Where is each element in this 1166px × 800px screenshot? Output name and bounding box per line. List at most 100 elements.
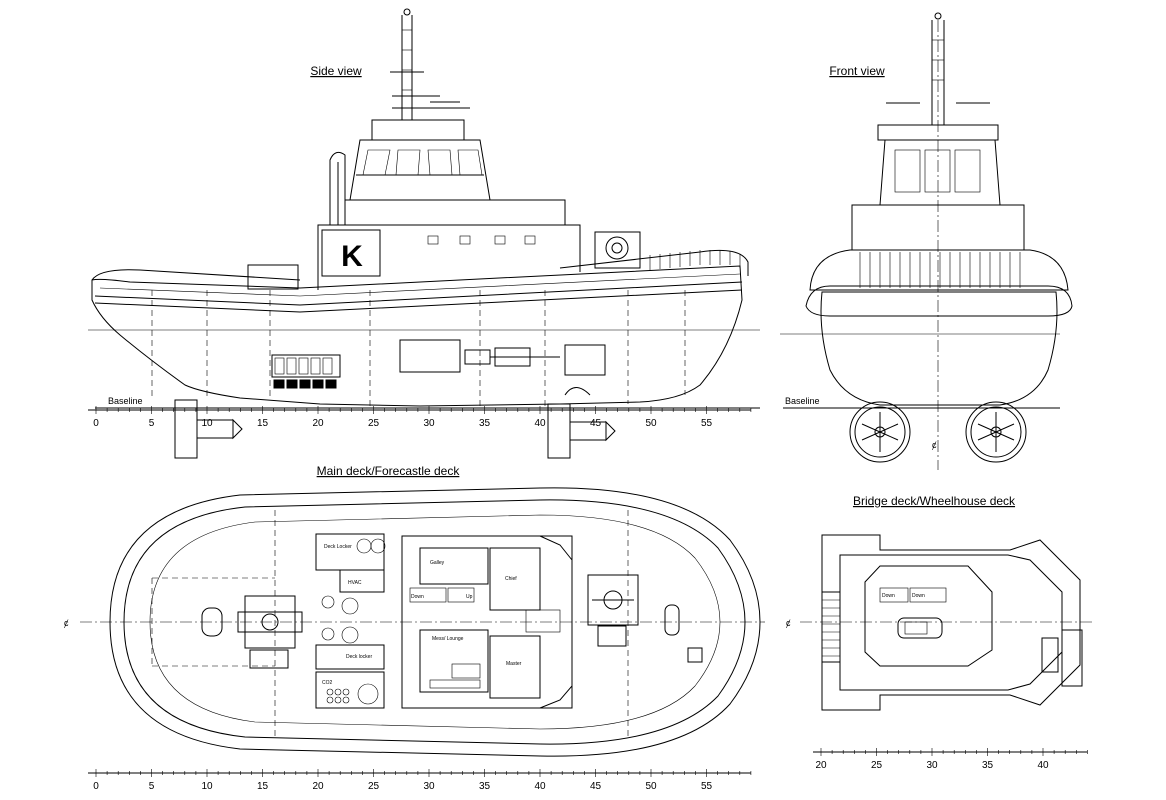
main-scale-tick-label: 20 xyxy=(312,781,324,792)
bridge-wing-box xyxy=(1041,637,1059,673)
main-scale-tick-label: 30 xyxy=(423,781,435,792)
main-deck-title: Main deck/Forecastle deck xyxy=(317,464,461,478)
stair-up-label: Up xyxy=(466,594,473,600)
main-scale-tick-label: 55 xyxy=(701,781,713,792)
side-scale-tick-label: 10 xyxy=(201,418,213,429)
side-tanks xyxy=(271,354,341,389)
room-galley-label: Galley xyxy=(430,560,445,566)
side-wheelhouse-window-2 xyxy=(395,149,421,176)
side-scale-tick-label: 30 xyxy=(423,418,435,429)
front-centerline-symbol: ȼ xyxy=(932,440,937,450)
room-deck-locker-1 xyxy=(315,533,385,571)
bridge-down-label-2: Down xyxy=(912,593,925,599)
bridge-deck-plan: Bridge deck/Wheelhouse deck ȼ Down Down … xyxy=(786,494,1092,771)
side-stern-fender xyxy=(91,269,301,281)
side-wheelhouse-window-3 xyxy=(427,149,453,176)
main-deck-fwd-box xyxy=(687,647,703,663)
side-scale-tick-label: 15 xyxy=(257,418,269,429)
main-scale-tick-label: 5 xyxy=(149,781,155,792)
bridge-console xyxy=(897,617,943,639)
front-fender-hatching xyxy=(859,252,1021,288)
front-mast xyxy=(886,12,990,125)
bridge-wheelhouse xyxy=(864,565,993,667)
room-deck-locker-2 xyxy=(315,644,385,670)
side-scale-tick-label: 50 xyxy=(645,418,657,429)
bridge-stair-down-1 xyxy=(879,587,909,603)
main-deck-plan: Main deck/Forecastle deck ȼ Deck xyxy=(64,464,765,792)
bridge-scale-tick-label: 20 xyxy=(815,760,827,771)
side-fender-band-2 xyxy=(94,289,743,313)
side-wheelhouse-top xyxy=(371,119,465,141)
room-co2 xyxy=(315,671,385,709)
bridge-scale-tick-label: 25 xyxy=(871,760,883,771)
main-deck-deckhouse-front xyxy=(539,535,573,709)
main-deck-fwd-winch xyxy=(587,574,639,647)
side-scale-tick-label: 5 xyxy=(149,418,155,429)
side-deckhouse-upper xyxy=(344,199,566,226)
front-fender-1 xyxy=(809,249,1069,291)
front-view: Front view xyxy=(780,12,1073,470)
side-aft-winch xyxy=(247,264,299,290)
main-scale-tick-label: 35 xyxy=(479,781,491,792)
side-fwd-winch xyxy=(594,231,641,269)
side-scale-tick-label: 0 xyxy=(93,418,99,429)
side-view-title: Side view xyxy=(310,64,362,78)
side-scale-tick-label: 35 xyxy=(479,418,491,429)
room-hvac xyxy=(339,569,385,593)
side-funnel-logo-panel xyxy=(321,229,381,277)
bridge-scale-tick-label: 40 xyxy=(1037,760,1049,771)
main-scale-tick-label: 25 xyxy=(368,781,380,792)
front-deckhouse xyxy=(851,204,1025,251)
side-stern-thruster xyxy=(174,399,243,459)
side-scale-tick-label: 40 xyxy=(534,418,546,429)
front-hull xyxy=(820,291,1058,406)
side-wheelhouse xyxy=(349,139,491,201)
bridge-deck-outline xyxy=(821,534,1081,711)
main-scale-tick-label: 40 xyxy=(534,781,546,792)
side-bulkheads xyxy=(151,290,686,406)
side-scale-tick-label: 55 xyxy=(701,418,713,429)
main-deck-stairs: Down Up xyxy=(409,587,561,633)
bridge-deck-scale: 20 25 30 35 40 xyxy=(813,748,1088,771)
side-scale-tick-label: 25 xyxy=(368,418,380,429)
bridge-console-inner xyxy=(904,621,928,635)
stair-down-label: Down xyxy=(411,594,424,600)
main-scale-tick-label: 45 xyxy=(590,781,602,792)
side-baseline-label: Baseline xyxy=(108,396,143,406)
side-bow-fender-hatching xyxy=(649,250,741,270)
side-hull xyxy=(91,265,743,407)
front-baseline-label: Baseline xyxy=(785,396,820,406)
room-deck-locker-1-label: Deck Locker xyxy=(324,544,352,550)
mess-table xyxy=(429,663,481,689)
room-master xyxy=(489,635,541,699)
side-funnel-logo: K xyxy=(341,240,363,273)
room-master-label: Master xyxy=(506,661,522,667)
front-windows xyxy=(894,149,981,193)
room-galley xyxy=(419,547,489,585)
side-bow-thruster xyxy=(547,387,616,459)
side-fender-band xyxy=(94,281,743,306)
front-fender-2 xyxy=(805,285,1073,317)
bridge-stair-down-2 xyxy=(909,587,947,603)
deck-locker-fixtures xyxy=(321,538,386,644)
side-sheer-line xyxy=(99,273,741,297)
bridge-scale-tick-label: 30 xyxy=(926,760,938,771)
side-engine-shafting xyxy=(399,339,606,376)
front-thruster-port xyxy=(849,401,911,463)
bridge-deck-title: Bridge deck/Wheelhouse deck xyxy=(853,494,1016,508)
main-scale-tick-label: 10 xyxy=(201,781,213,792)
side-wheelhouse-window-1 xyxy=(362,149,391,176)
room-deck-locker-2-label: Deck locker xyxy=(346,654,372,660)
side-view: Side view xyxy=(88,8,760,459)
co2-bottles xyxy=(326,683,379,705)
main-scale-tick-label: 0 xyxy=(93,781,99,792)
side-portholes xyxy=(427,235,536,245)
side-scale-tick-label: 45 xyxy=(590,418,602,429)
bridge-scale-tick-label: 35 xyxy=(982,760,994,771)
bridge-centerline-symbol: ȼ xyxy=(786,618,791,628)
bridge-stair-treads xyxy=(822,599,840,657)
room-mess xyxy=(419,629,489,693)
